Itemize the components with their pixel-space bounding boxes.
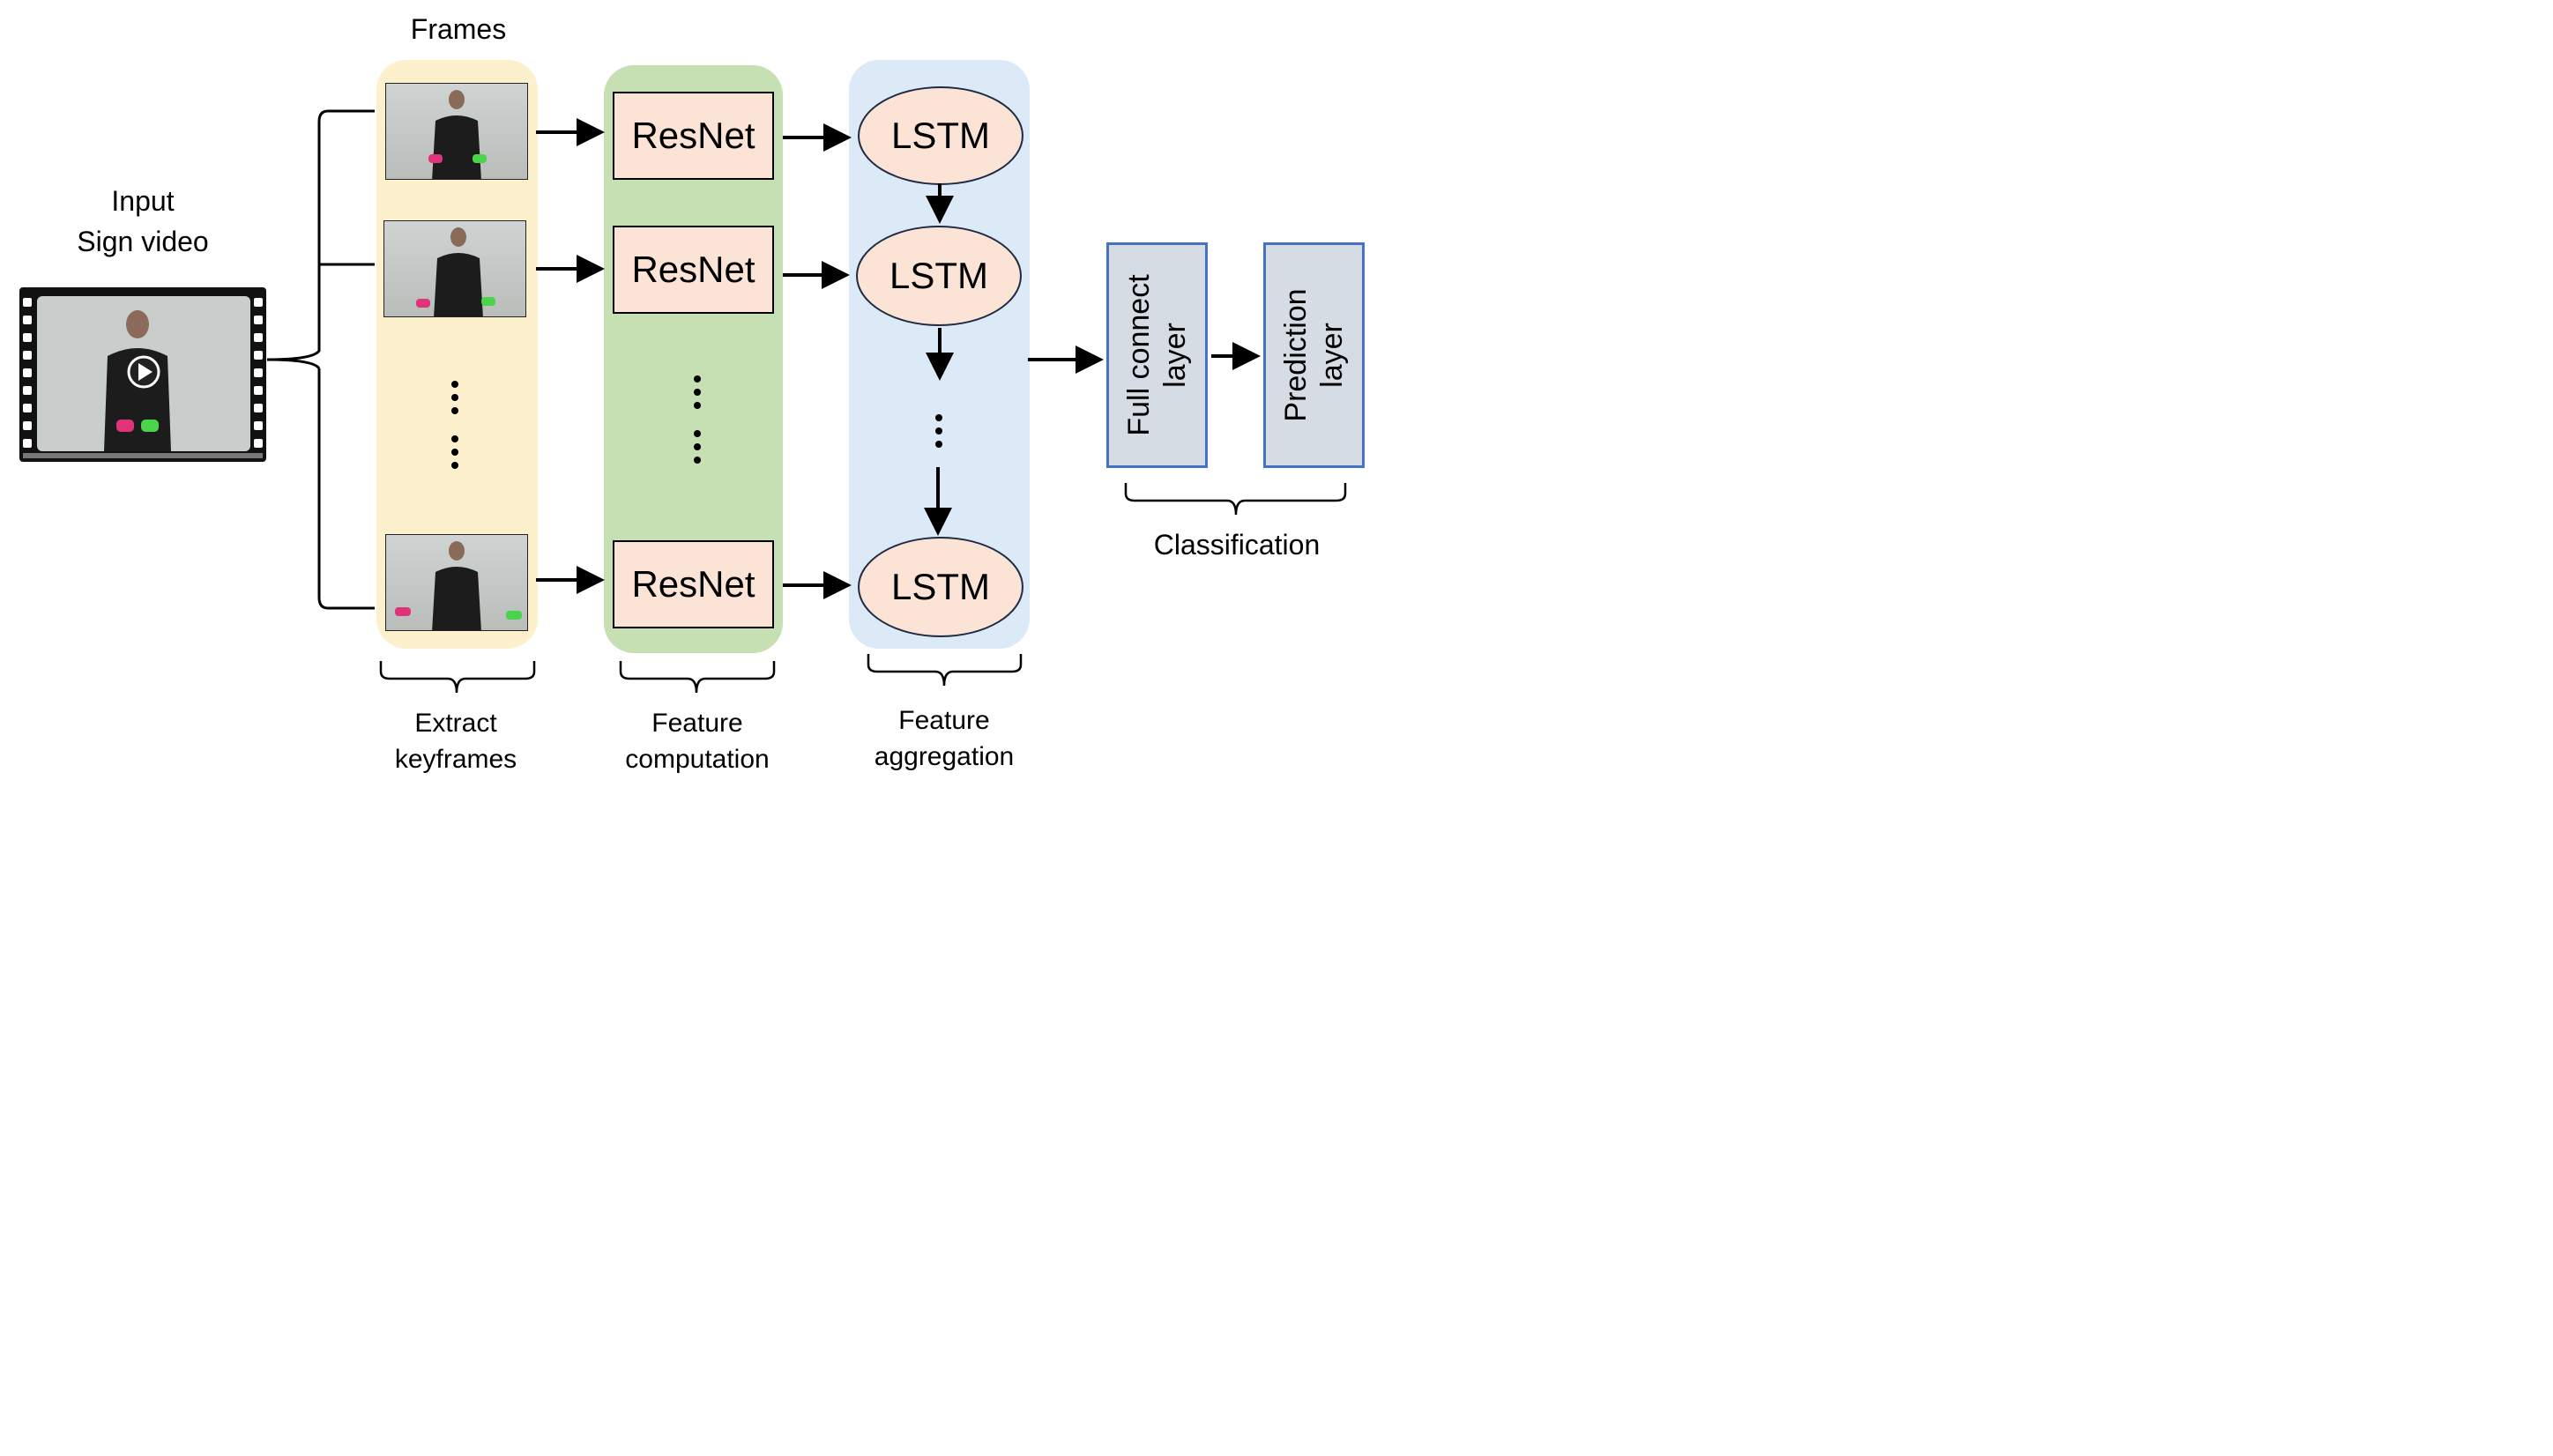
resnet-box-1: ResNet bbox=[613, 92, 774, 180]
brace-extract bbox=[379, 661, 536, 694]
input-label: Input Sign video bbox=[55, 181, 231, 262]
frames-title: Frames bbox=[410, 13, 507, 45]
brace-classification bbox=[1124, 483, 1347, 516]
stage-computation-line1: Feature bbox=[651, 709, 743, 738]
keyframe-n bbox=[385, 534, 528, 631]
stage-extract-line2: keyframes bbox=[394, 745, 517, 774]
resnet-box-2: ResNet bbox=[613, 226, 774, 314]
keyframe-2 bbox=[383, 220, 526, 317]
input-label-line2: Sign video bbox=[77, 226, 209, 257]
brace-aggregation bbox=[867, 654, 1023, 687]
film-strip-icon bbox=[19, 287, 266, 462]
stage-label-classification: Classification bbox=[1153, 529, 1321, 561]
stage-label-feature-aggregation: Feature aggregation bbox=[847, 702, 1041, 775]
stage-label-feature-computation: Feature computation bbox=[600, 705, 794, 777]
stage-extract-line1: Extract bbox=[414, 709, 497, 738]
lstm-node-n: LSTM bbox=[858, 537, 1023, 637]
stage-aggregation-line2: aggregation bbox=[874, 742, 1015, 771]
stage-computation-line2: computation bbox=[625, 745, 770, 774]
ellipsis-dots bbox=[451, 375, 942, 469]
sign-video-thumbnail bbox=[19, 287, 266, 462]
signer-image bbox=[416, 227, 495, 316]
stage-aggregation-line1: Feature bbox=[898, 706, 990, 735]
input-brace bbox=[266, 109, 375, 361]
full-connect-layer-box: Full connect layer bbox=[1106, 242, 1208, 468]
signer-image bbox=[428, 90, 487, 179]
signer-image bbox=[395, 541, 522, 630]
lstm-node-1: LSTM bbox=[858, 86, 1023, 185]
stage-label-extract: Extract keyframes bbox=[368, 705, 544, 777]
keyframe-1 bbox=[385, 83, 528, 180]
prediction-layer-box: Prediction layer bbox=[1263, 242, 1365, 468]
input-label-line1: Input bbox=[111, 185, 175, 217]
brace-computation bbox=[619, 661, 776, 694]
lstm-node-2: LSTM bbox=[856, 226, 1022, 326]
resnet-box-n: ResNet bbox=[613, 540, 774, 628]
connectors-layer bbox=[266, 109, 1347, 694]
